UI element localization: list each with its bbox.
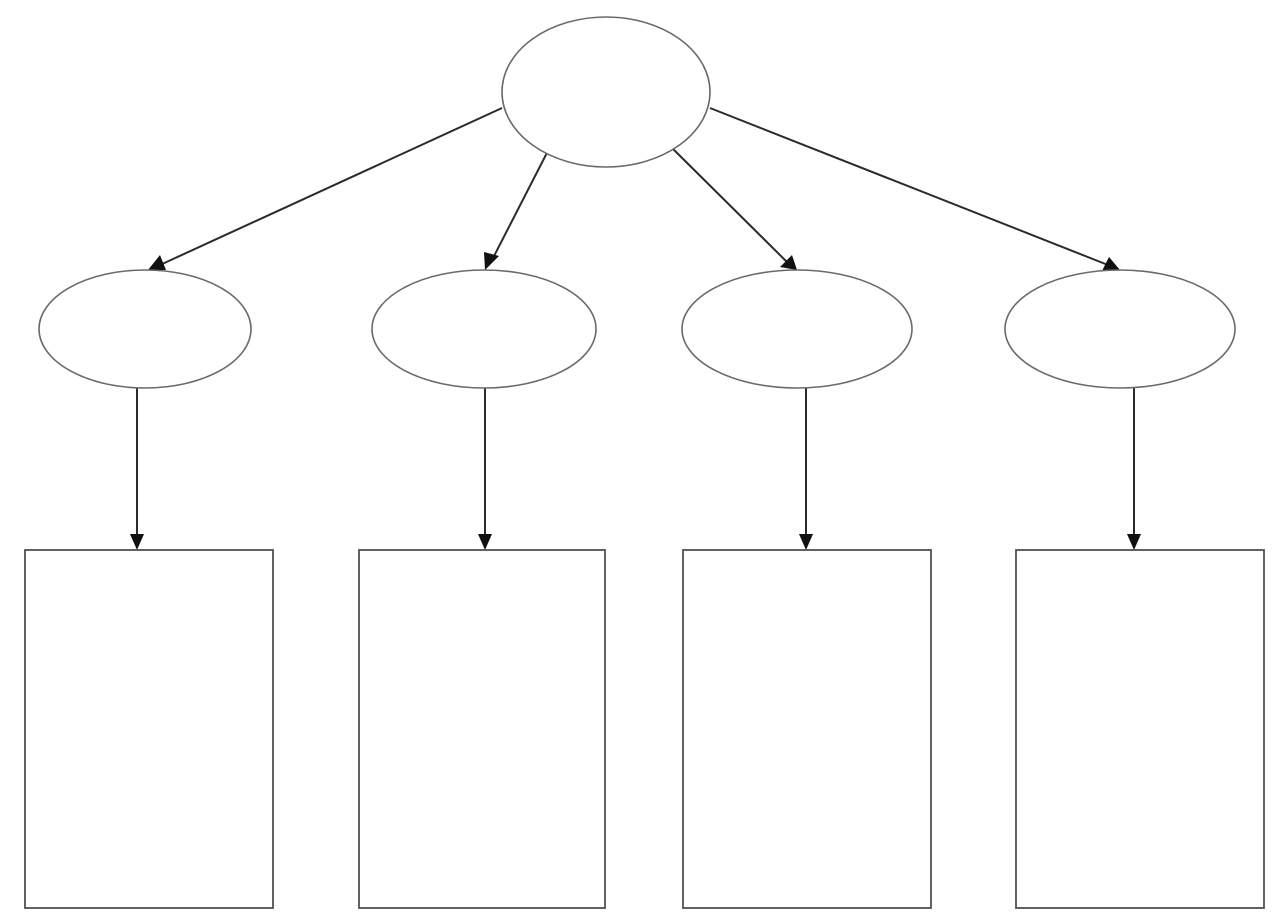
leaf-boxes bbox=[24, 549, 1265, 909]
child-node-3 bbox=[681, 269, 913, 389]
box-2-rect bbox=[358, 549, 606, 909]
edges bbox=[130, 107, 1141, 550]
edge-root-to-child-3 bbox=[666, 142, 788, 263]
child-node-4 bbox=[1004, 269, 1236, 389]
leaf-box-3 bbox=[682, 549, 932, 909]
child-nodes bbox=[38, 269, 1236, 389]
child-2-ellipse bbox=[371, 269, 597, 389]
arrowhead-root-to-child-4 bbox=[1102, 257, 1120, 271]
child-node-2 bbox=[371, 269, 597, 389]
arrowhead-root-to-child-3 bbox=[780, 255, 797, 270]
arrowhead-child-3-to-box-3 bbox=[799, 534, 813, 550]
arrowhead-root-to-child-1 bbox=[148, 255, 166, 270]
root-ellipse bbox=[501, 16, 711, 168]
child-4-ellipse bbox=[1004, 269, 1236, 389]
child-node-1 bbox=[38, 269, 252, 389]
arrowhead-root-to-child-2 bbox=[484, 252, 499, 270]
arrowhead-child-2-to-box-2 bbox=[478, 534, 492, 550]
box-4-rect bbox=[1015, 549, 1265, 909]
root-node bbox=[501, 16, 711, 168]
child-3-ellipse bbox=[681, 269, 913, 389]
edge-root-to-child-1 bbox=[159, 107, 503, 266]
edge-root-to-child-2 bbox=[491, 142, 553, 261]
leaf-box-2 bbox=[358, 549, 606, 909]
box-3-rect bbox=[682, 549, 932, 909]
arrowhead-child-4-to-box-4 bbox=[1127, 534, 1141, 550]
edge-root-to-child-4 bbox=[709, 107, 1109, 266]
arrowhead-child-1-to-box-1 bbox=[130, 534, 144, 550]
child-1-ellipse bbox=[38, 269, 252, 389]
leaf-box-1 bbox=[24, 549, 274, 909]
leaf-box-4 bbox=[1015, 549, 1265, 909]
box-1-rect bbox=[24, 549, 274, 909]
